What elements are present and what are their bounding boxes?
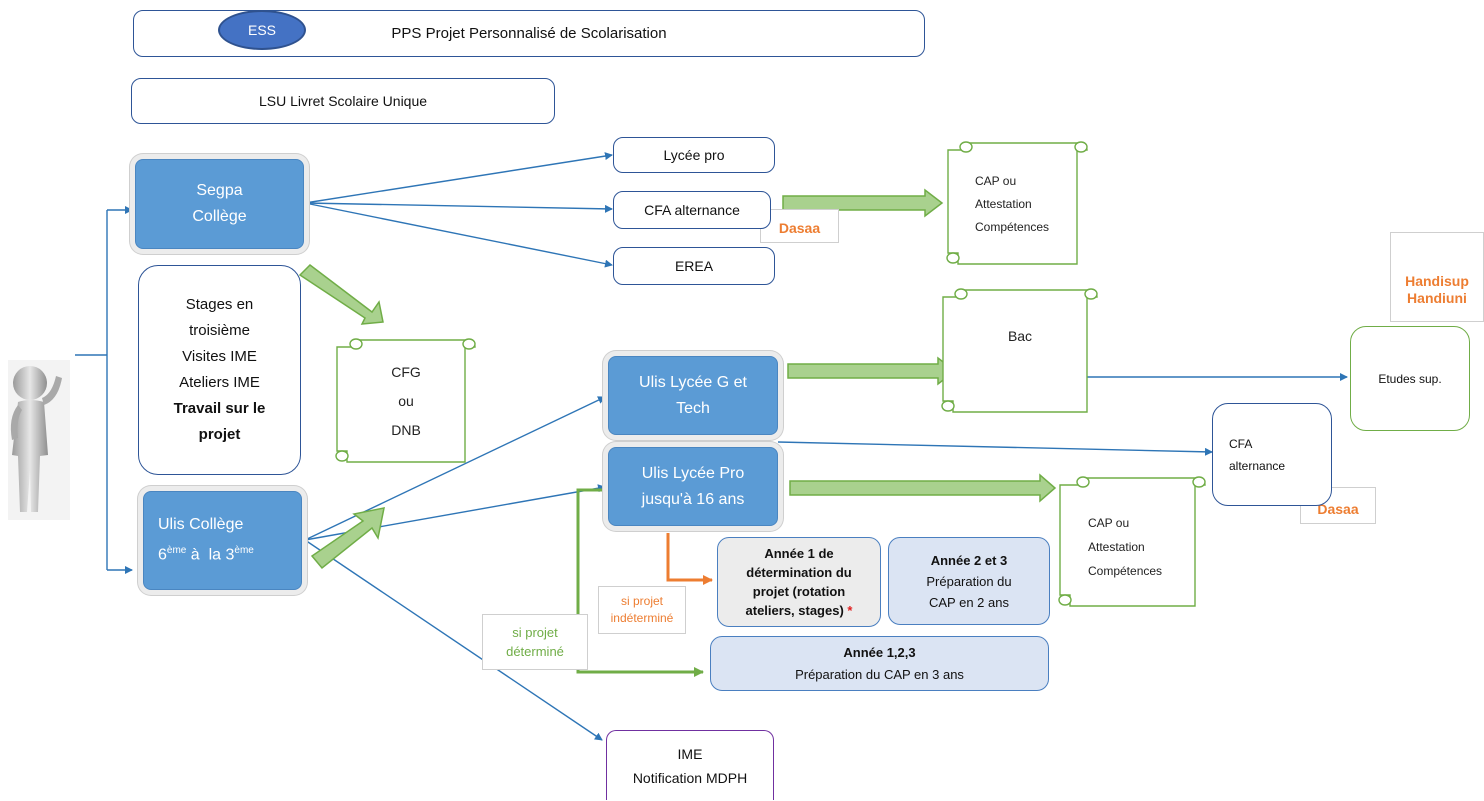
handisup-label: Handisup: [1405, 273, 1469, 289]
annee123-box: Année 1,2,3 Préparation du CAP en 3 ans: [710, 636, 1049, 691]
bac-scroll: Bac: [953, 306, 1087, 366]
etudes-sup-node: Etudes sup.: [1350, 326, 1470, 431]
grade-to-sup: ème: [234, 545, 254, 557]
activities-box: Stages en troisième Visites IME Ateliers…: [138, 265, 301, 475]
cfa2-line1: CFA: [1229, 436, 1253, 451]
determine-line2: déterminé: [506, 644, 564, 659]
lycee-gt-line2: Tech: [676, 399, 710, 417]
handiuni-label: Handiuni: [1407, 290, 1467, 306]
ulis-college-node: Ulis Collège 6ème à la 3ème: [143, 491, 302, 590]
annee23-box: Année 2 et 3 Préparation du CAP en 2 ans: [888, 537, 1050, 625]
grade-mid: à la: [186, 546, 226, 564]
indetermine-line2: indéterminé: [610, 611, 674, 625]
dasaa-label-2: Dasaa: [1317, 501, 1359, 517]
activities-line5: Travail sur le: [173, 400, 266, 417]
annee1-determination-box: Année 1 de détermination du projet (rota…: [717, 537, 881, 627]
annee1-line1: Année 1 de: [764, 546, 834, 561]
annee1-line2: détermination du: [746, 565, 852, 580]
grade-to: 3: [225, 546, 235, 564]
cap2-line2: Attestation: [1088, 540, 1145, 554]
activities-line6: projet: [198, 426, 241, 443]
lycee-pro-label: Lycée pro: [663, 147, 725, 163]
erea-label: EREA: [674, 258, 714, 274]
cap1-line2: Attestation: [975, 196, 1032, 211]
cap-attestation-scroll-2: CAP ou Attestation Compétences: [1088, 502, 1193, 592]
lycee-pro-node: Lycée pro: [613, 137, 775, 173]
ess-badge: ESS: [218, 10, 306, 50]
ulis-college-grades: 6ème à la 3ème: [158, 538, 254, 568]
cap2-line1: CAP ou: [1088, 516, 1130, 530]
determine-line1: si projet: [512, 625, 558, 640]
cfa2-line2: alternance: [1229, 458, 1286, 473]
cfa-alternance-node: CFA alternance: [613, 191, 771, 229]
annee1-line3: projet (rotation: [752, 584, 846, 599]
activities-line1: Stages en: [185, 296, 254, 313]
activities-line2: troisième: [189, 322, 250, 339]
annee123-title: Année 1,2,3: [843, 644, 916, 660]
person-icon: [8, 360, 70, 520]
dasaa-note-1: Dasaa: [760, 209, 839, 243]
annee23-line1: Préparation du: [926, 573, 1012, 589]
si-projet-determine-note: si projet déterminé: [482, 614, 588, 670]
cfg-line3: DNB: [391, 421, 421, 438]
grade-from-sup: ème: [166, 545, 187, 557]
cap1-line3: Compétences: [975, 219, 1050, 234]
ime-line2: Notification MDPH: [632, 769, 748, 786]
grade-from: 6: [158, 546, 167, 564]
handisup-note: Handisup Handiuni: [1390, 232, 1484, 322]
cap-attestation-scroll-1: CAP ou Attestation Compétences: [975, 160, 1075, 248]
cfg-line1: CFG: [391, 363, 421, 380]
ulis-college-line1: Ulis Collège: [158, 516, 244, 534]
ulis-lycee-pro-node: Ulis Lycée Pro jusqu'à 16 ans: [608, 447, 778, 526]
annee23-line2: CAP en 2 ans: [929, 594, 1009, 610]
annee1-line4: ateliers, stages): [745, 603, 844, 618]
lsu-banner: LSU Livret Scolaire Unique: [131, 78, 555, 124]
cap1-line1: CAP ou: [975, 173, 1017, 188]
cfa-alternance-node-2: CFA alternance: [1212, 403, 1332, 506]
ulis-lycee-gt-node: Ulis Lycée G et Tech: [608, 356, 778, 435]
ess-label: ESS: [247, 22, 276, 38]
indetermine-line1: si projet: [620, 594, 664, 608]
dasaa-label-1: Dasaa: [778, 220, 821, 236]
erea-node: EREA: [613, 247, 775, 285]
etudes-sup-label: Etudes sup.: [1378, 371, 1442, 386]
pps-label: PPS Projet Personnalisé de Scolarisation: [391, 25, 667, 42]
cap2-line3: Compétences: [1088, 564, 1163, 578]
ime-line1: IME: [677, 745, 703, 762]
scroll-shapes: [335, 141, 1206, 607]
annee23-title: Année 2 et 3: [930, 552, 1008, 568]
annee1-star: *: [847, 603, 853, 618]
annee123-line1: Préparation du CAP en 3 ans: [795, 666, 964, 682]
activities-line4: Ateliers IME: [179, 374, 260, 391]
segpa-line1: Segpa: [196, 182, 243, 199]
cfa-label: CFA alternance: [644, 202, 740, 218]
lycee-pro-line1: Ulis Lycée Pro: [641, 464, 745, 482]
segpa-college-node: Segpa Collège: [135, 159, 304, 249]
cfg-dnb-scroll: CFG ou DNB: [347, 355, 465, 447]
ime-node: IME Notification MDPH: [606, 730, 774, 800]
annee1-line4-wrap: ateliers, stages) *: [746, 601, 853, 620]
activities-line3: Visites IME: [182, 348, 257, 365]
segpa-line2: Collège: [192, 208, 247, 225]
lsu-label: LSU Livret Scolaire Unique: [258, 93, 428, 109]
lycee-gt-line1: Ulis Lycée G et: [639, 373, 747, 391]
lycee-pro-line2: jusqu'à 16 ans: [641, 490, 745, 508]
cfg-line2: ou: [398, 392, 414, 409]
bac-label: Bac: [1007, 328, 1033, 344]
si-projet-indetermine-note: si projet indéterminé: [598, 586, 686, 634]
